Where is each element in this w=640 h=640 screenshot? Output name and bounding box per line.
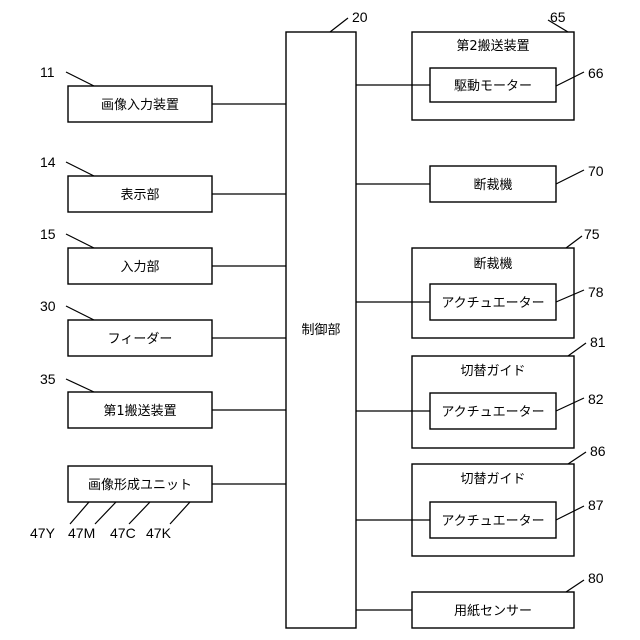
display-unit-label: 表示部 [120,188,159,203]
controller-label: 制御部 [301,323,340,338]
first-conveyor-label: 第1搬送装置 [103,404,176,419]
sub-47y-leader [70,502,89,524]
drive-motor-label: 駆動モーター [454,79,532,94]
feeder-label: フィーダー [108,332,173,347]
input-unit-leader [66,234,94,248]
cutter-75-leader [566,236,582,248]
display-unit-leader [66,162,94,176]
sub-47c-leader [129,502,150,524]
actuator-78-ref: 78 [588,284,604,300]
switch-guide-81-leader [568,343,586,356]
sub-47m-leader [95,502,116,524]
first-conveyor-leader [66,379,94,392]
first-conveyor-ref: 35 [40,371,56,387]
feeder-leader [66,306,94,320]
paper-sensor-ref: 80 [588,570,604,586]
cutter-75-label: 断裁機 [473,256,512,272]
actuator-87-ref: 87 [588,497,604,513]
cutter-75-ref: 75 [584,226,600,242]
controller-ref: 20 [352,9,368,25]
image-input-device-leader [66,72,94,86]
actuator-78-label: アクチュエーター [441,296,544,311]
sub-47k-label: 47K [146,525,172,541]
switch-guide-86-ref: 86 [590,443,606,459]
actuator-82-ref: 82 [588,391,604,407]
cutter-70-label: 断裁機 [473,177,512,193]
switch-guide-86-label: 切替ガイド [460,472,525,487]
image-forming-unit-label: 画像形成ユニット [88,478,192,493]
actuator-87-label: アクチュエーター [441,514,544,529]
switch-guide-86-leader [568,452,586,464]
image-input-device-ref: 11 [40,64,55,80]
sub-47c-label: 47C [110,525,136,541]
image-input-device-label: 画像入力装置 [101,98,179,113]
actuator-82-label: アクチュエーター [441,405,544,420]
input-unit-ref: 15 [40,226,56,242]
input-unit-label: 入力部 [120,260,159,275]
display-unit-ref: 14 [40,154,56,170]
second-conveyor-label: 第2搬送装置 [456,39,529,54]
sub-47y-label: 47Y [30,525,56,541]
sub-47m-label: 47M [68,525,95,541]
drive-motor-ref: 66 [588,65,604,81]
paper-sensor-leader [566,580,584,592]
sub-47k-leader [170,502,190,524]
cutter-70-ref: 70 [588,163,604,179]
controller-leader [330,18,348,32]
feeder-ref: 30 [40,298,56,314]
switch-guide-81-label: 切替ガイド [460,364,525,379]
cutter-70-leader [556,170,584,184]
paper-sensor-label: 用紙センサー [454,604,532,619]
switch-guide-81-ref: 81 [590,334,606,350]
